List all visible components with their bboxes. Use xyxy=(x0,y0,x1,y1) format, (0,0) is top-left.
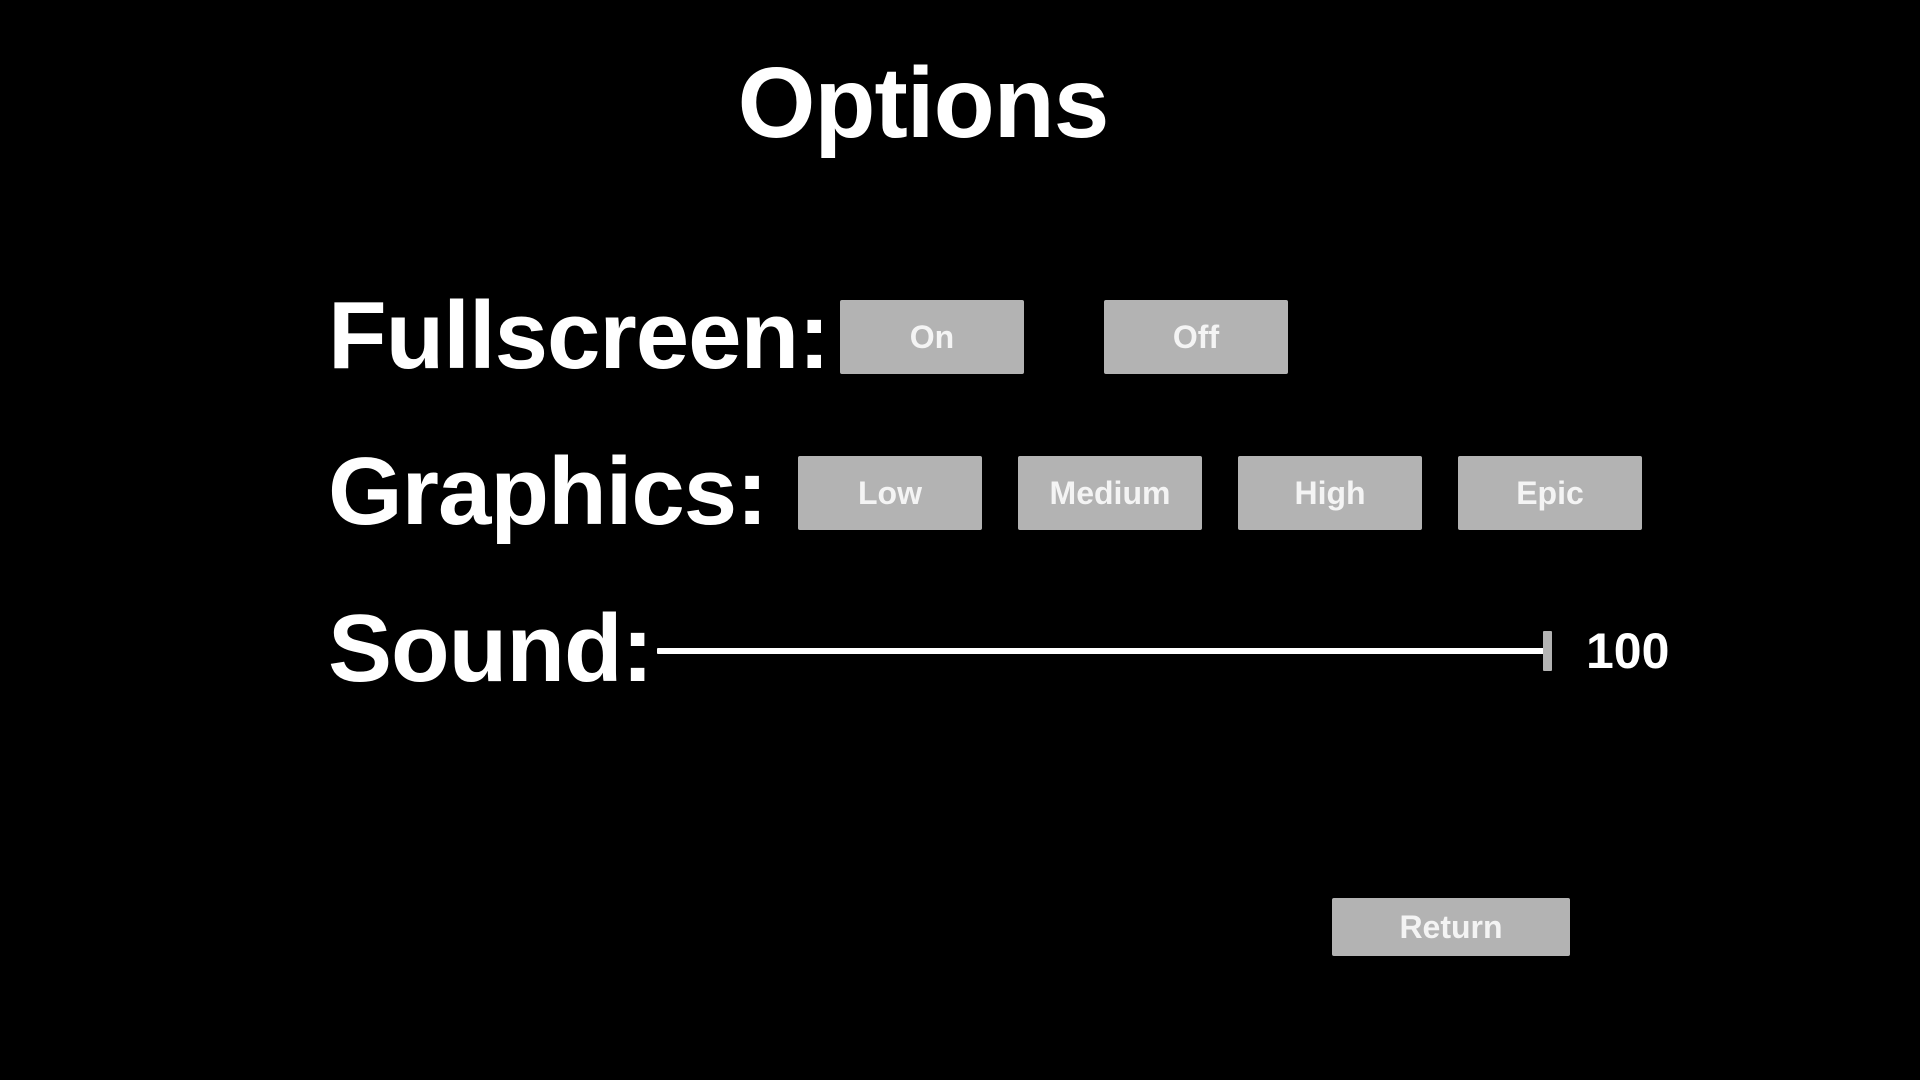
graphics-epic-button[interactable]: Epic xyxy=(1458,456,1642,530)
graphics-high-button[interactable]: High xyxy=(1238,456,1422,530)
sound-value: 100 xyxy=(1586,623,1670,679)
fullscreen-label: Fullscreen: xyxy=(328,282,830,389)
graphics-label: Graphics: xyxy=(328,438,768,545)
return-button[interactable]: Return xyxy=(1332,898,1570,956)
page-title: Options xyxy=(737,47,1110,159)
sound-label: Sound: xyxy=(328,595,654,702)
sound-slider-track[interactable] xyxy=(657,648,1552,654)
graphics-medium-button[interactable]: Medium xyxy=(1018,456,1202,530)
graphics-low-button[interactable]: Low xyxy=(798,456,982,530)
fullscreen-off-button[interactable]: Off xyxy=(1104,300,1288,374)
sound-slider-handle[interactable] xyxy=(1543,631,1552,671)
fullscreen-on-button[interactable]: On xyxy=(840,300,1024,374)
